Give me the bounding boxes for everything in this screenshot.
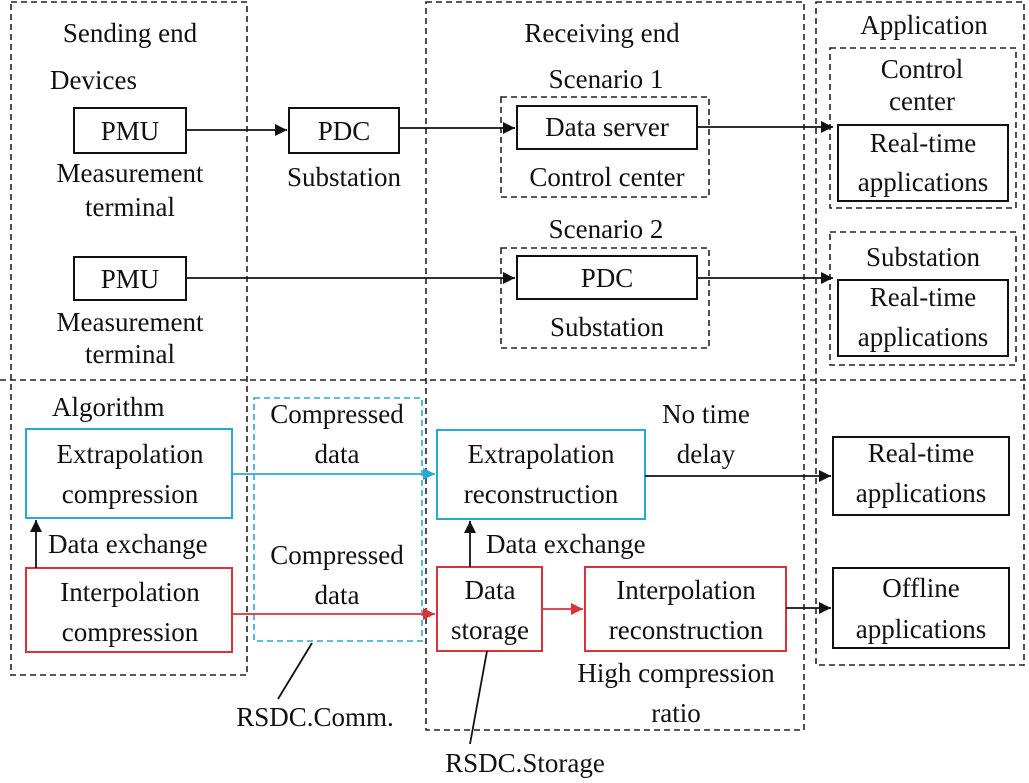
extrapolation-reconstruction-box (436, 429, 646, 520)
algorithm-label: Algorithm (52, 392, 165, 422)
offline-app-box (832, 567, 1010, 649)
offline-app-line1: Offline (882, 573, 959, 603)
substation-label-mid: Substation (287, 162, 402, 192)
offline-app-line2: applications (856, 614, 986, 644)
interpolation-compression-line2: compression (62, 617, 199, 647)
rsdc-comm-pointer (277, 642, 313, 700)
devices-label: Devices (50, 65, 137, 95)
measurement-terminal-1-line2: terminal (85, 192, 175, 222)
data-exchange-right-label: Data exchange (486, 529, 646, 559)
measurement-terminal-2-line2: terminal (85, 339, 175, 369)
pdc-label-receiving: PDC (581, 263, 634, 293)
realtime-app-box-1 (837, 124, 1009, 202)
extrapolation-reconstruction-line2: reconstruction (464, 479, 619, 509)
rsdc-storage-label: RSDC.Storage (445, 748, 605, 778)
interpolation-reconstruction-line1: Interpolation (616, 575, 756, 605)
interpolation-reconstruction-box (584, 566, 787, 652)
compressed-data-2-line2: data (315, 580, 360, 610)
measurement-terminal-1-line1: Measurement (57, 158, 204, 188)
compressed-data-2-line1: Compressed (270, 540, 404, 570)
compressed-data-1-line2: data (315, 439, 360, 469)
interpolation-compression-box (25, 567, 233, 653)
interpolation-reconstruction-line2: reconstruction (609, 615, 764, 645)
realtime-app-3-line1: Real-time (868, 438, 974, 468)
pmu-label-2: PMU (101, 264, 160, 294)
rsdc-comm-region (253, 397, 423, 642)
control-center-label: Control center (529, 162, 684, 192)
application-region (815, 1, 1025, 666)
sending-end-region (10, 1, 248, 676)
interpolation-compression-line1: Interpolation (60, 577, 200, 607)
measurement-terminal-2-line1: Measurement (57, 307, 204, 337)
high-compression-ratio-line2: ratio (651, 698, 700, 728)
realtime-app-1-line1: Real-time (870, 128, 976, 158)
extrapolation-reconstruction-line1: Extrapolation (468, 439, 615, 469)
scenario2-label: Scenario 2 (549, 214, 664, 244)
realtime-app-1-line2: applications (858, 167, 988, 197)
realtime-app-2-line2: applications (858, 322, 988, 352)
receiving-end-region (425, 1, 805, 731)
realtime-app-3-line2: applications (856, 478, 986, 508)
application-title: Application (860, 10, 988, 40)
receiving-end-title: Receiving end (524, 18, 680, 48)
scenario1-region (500, 96, 710, 198)
compressed-data-1-line1: Compressed (270, 399, 404, 429)
pdc-box-mid (288, 107, 400, 154)
data-storage-line1: Data (465, 575, 516, 605)
pmu-label-1: PMU (101, 116, 160, 146)
no-time-delay-line1: No time (662, 399, 750, 429)
substation-app-label: Substation (866, 242, 981, 272)
control-center-app-line2: center (889, 86, 955, 116)
rsdc-comm-label: RSDC.Comm. (236, 702, 394, 732)
substation-label-receiving: Substation (550, 312, 665, 342)
pdc-label-mid: PDC (318, 116, 371, 146)
extrapolation-compression-line2: compression (62, 479, 199, 509)
data-exchange-left-label: Data exchange (48, 529, 208, 559)
scenario2-region (500, 247, 710, 349)
sending-end-title: Sending end (63, 18, 198, 48)
no-time-delay-line2: delay (677, 439, 736, 469)
high-compression-ratio-line1: High compression (577, 658, 775, 688)
realtime-app-box-3 (832, 436, 1010, 516)
substation-app-region (829, 231, 1017, 366)
control-center-app-line1: Control (881, 54, 964, 84)
scenario1-label: Scenario 1 (549, 64, 664, 94)
data-server-label: Data server (545, 112, 669, 142)
rsdc-storage-pointer (469, 650, 488, 745)
realtime-app-box-2 (837, 279, 1009, 357)
extrapolation-compression-line1: Extrapolation (57, 439, 204, 469)
realtime-app-2-line1: Real-time (870, 282, 976, 312)
data-storage-line2: storage (451, 615, 529, 645)
